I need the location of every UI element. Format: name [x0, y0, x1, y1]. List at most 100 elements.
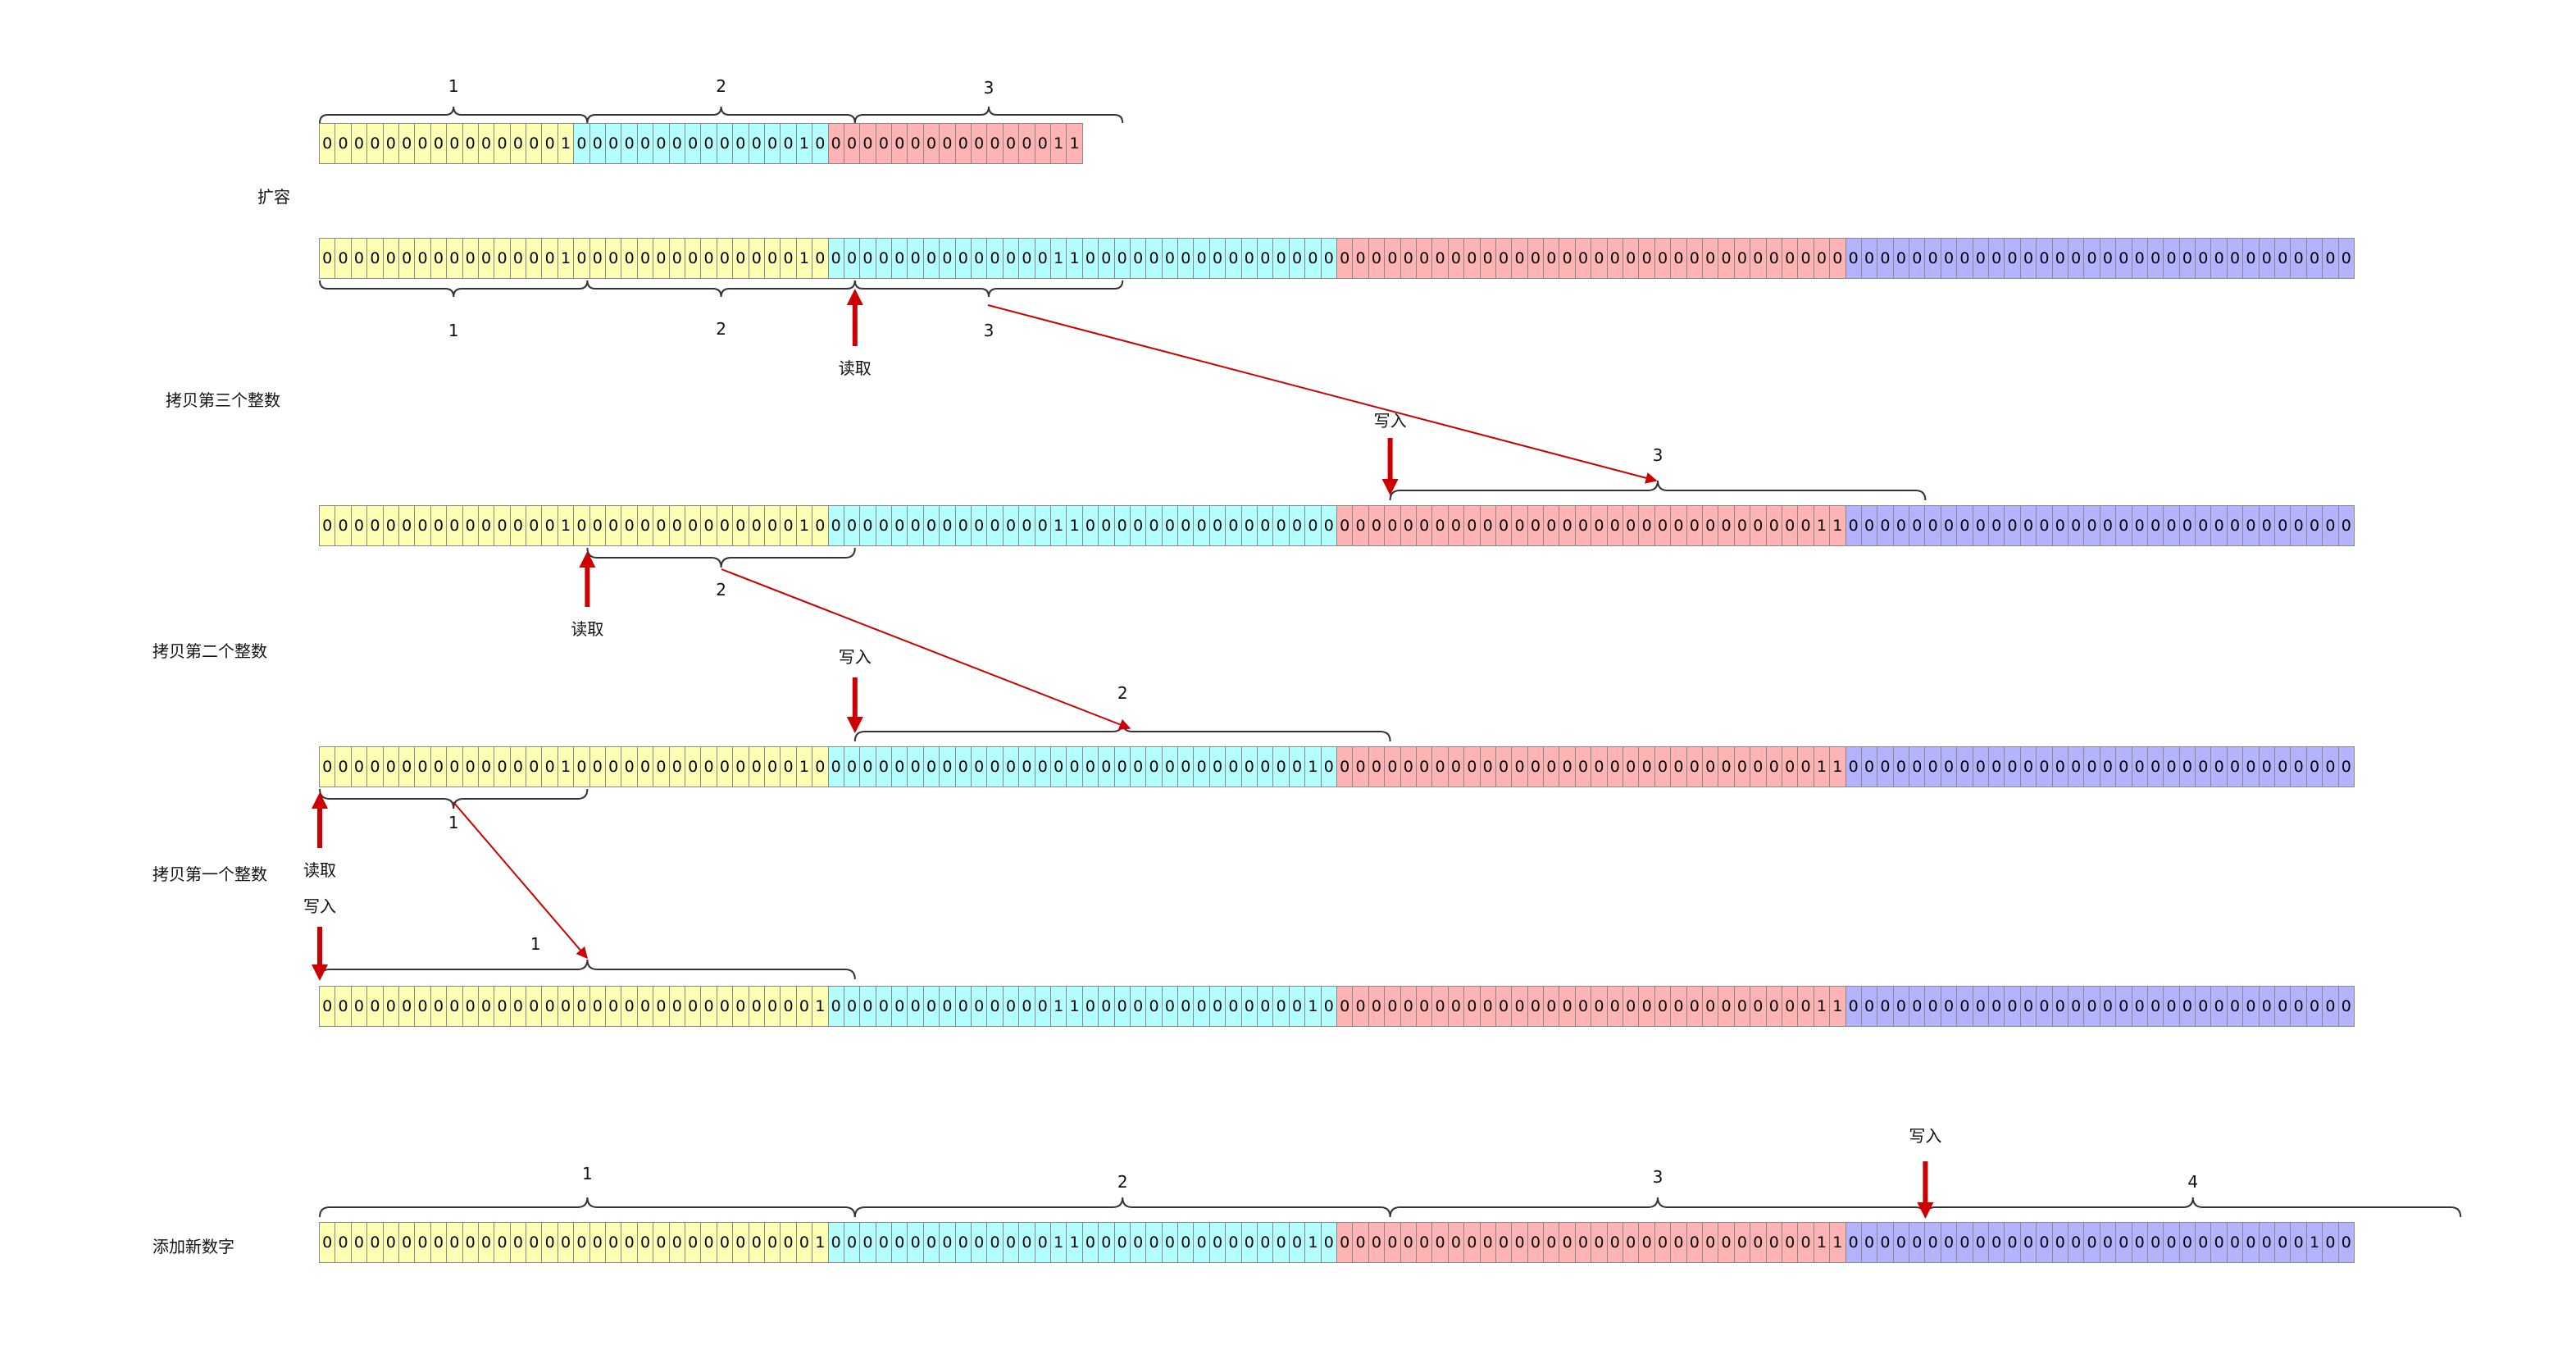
bit-cell: 0 [1098, 1222, 1115, 1263]
bit-cell: 0 [780, 986, 797, 1027]
brace [586, 106, 856, 124]
bit-cell: 0 [1447, 238, 1465, 279]
write-pointer-head [1381, 479, 1399, 495]
bit-cell: 0 [748, 986, 765, 1027]
bit-cell: 0 [636, 238, 654, 279]
bit-cell: 0 [2115, 238, 2132, 279]
bit-cell: 0 [1909, 238, 1926, 279]
bit-cell: 0 [2083, 746, 2100, 787]
bit-cell: 0 [1733, 986, 1751, 1027]
bit-cell: 0 [716, 238, 734, 279]
bit-cell: 0 [2019, 238, 2037, 279]
bit-cell: 0 [541, 238, 558, 279]
bit-cell: 0 [1972, 746, 1990, 787]
bit-cell: 0 [763, 505, 781, 546]
brace [853, 280, 1124, 298]
bit-cell: 0 [366, 123, 384, 164]
bit-cell: 0 [2019, 505, 2037, 546]
bit-cell: 0 [319, 123, 336, 164]
bit-cell: 0 [1320, 746, 1337, 787]
bit-cell: 0 [430, 238, 448, 279]
bit-cell: 0 [1765, 238, 1782, 279]
bit-cell: 0 [2163, 986, 2180, 1027]
bit-cell: 0 [1415, 986, 1433, 1027]
bit-cell: 0 [971, 746, 988, 787]
bit-cell: 0 [2146, 746, 2164, 787]
bit-cell: 0 [1559, 238, 1576, 279]
bit-cell: 0 [1463, 505, 1481, 546]
brace [586, 547, 856, 568]
bit-cell: 0 [589, 238, 607, 279]
bit-cell: 0 [414, 746, 431, 787]
bit-cell: 0 [1257, 505, 1274, 546]
bit-cell: 1 [1829, 986, 1846, 1027]
brace [1924, 1197, 2462, 1218]
bit-cell: 0 [1272, 986, 1290, 1027]
bit-cell: 0 [1797, 1222, 1814, 1263]
bit-cell: 0 [2322, 238, 2339, 279]
bit-cell: 0 [1733, 238, 1751, 279]
bit-cell: 0 [1860, 986, 1878, 1027]
bit-cell: 1 [557, 746, 575, 787]
bit-cell: 0 [1574, 238, 1592, 279]
bit-cell: 0 [1336, 238, 1354, 279]
bit-cell: 0 [1909, 1222, 1926, 1263]
bit-cell: 0 [954, 986, 972, 1027]
bit-cell: 0 [350, 1222, 368, 1263]
bit-cell: 0 [2195, 238, 2212, 279]
step-label-copy-first: 拷贝第一个整数 [152, 864, 267, 884]
bit-cell: 0 [2210, 746, 2228, 787]
brace-label: 3 [1653, 1167, 1663, 1187]
bit-cell: 0 [1368, 746, 1386, 787]
bit-cell: 0 [2131, 1222, 2148, 1263]
bit-cell: 0 [2178, 1222, 2196, 1263]
bit-cell: 0 [716, 1222, 734, 1263]
bit-cell: 0 [1988, 986, 2005, 1027]
move-arrow [453, 801, 588, 960]
bit-cell: 0 [2226, 238, 2244, 279]
bit-cell: 0 [2305, 986, 2323, 1027]
bit-cell: 0 [1431, 505, 1449, 546]
bit-cell: 0 [684, 746, 702, 787]
bit-cell: 0 [1877, 986, 1894, 1027]
read-pointer-label: 读取 [839, 358, 872, 378]
bit-cell: 0 [1352, 1222, 1369, 1263]
write-pointer-label: 写入 [1374, 411, 1407, 431]
bit-cell: 0 [414, 1222, 431, 1263]
bit-cell: 0 [2067, 746, 2085, 787]
bit-cell: 0 [1638, 1222, 1655, 1263]
bit-cell: 0 [1781, 1222, 1799, 1263]
bit-cell: 0 [1066, 746, 1083, 787]
bit-cell: 0 [1272, 505, 1290, 546]
bit-cell: 0 [526, 505, 543, 546]
bit-cell: 0 [827, 746, 844, 787]
bit-cell: 0 [1527, 1222, 1545, 1263]
bit-cell: 0 [1049, 746, 1067, 787]
bit-cell: 0 [1797, 238, 1814, 279]
bit-cell: 0 [2115, 505, 2132, 546]
bit-cell: 0 [1208, 986, 1227, 1027]
bit-cell: 0 [366, 746, 384, 787]
bit-cell: 0 [1988, 238, 2005, 279]
bit-cell: 0 [2290, 1222, 2307, 1263]
bit-cell: 0 [1670, 1222, 1687, 1263]
bit-cell: 0 [1161, 505, 1179, 546]
bit-cell: 0 [462, 238, 479, 279]
bit-cell: 0 [1240, 238, 1258, 279]
bit-cell: 0 [1479, 505, 1496, 546]
bit-cell: 1 [557, 238, 575, 279]
bit-cell: 0 [1257, 746, 1274, 787]
step-label-copy-second: 拷贝第二个整数 [152, 641, 267, 661]
bit-cell: 0 [2322, 986, 2339, 1027]
bit-cell: 0 [1002, 1222, 1020, 1263]
bit-cell: 0 [1988, 746, 2005, 787]
bit-cell: 0 [1638, 746, 1655, 787]
move-arrow [721, 568, 1131, 730]
bit-cell: 0 [812, 123, 829, 164]
bit-cell: 0 [1638, 505, 1655, 546]
bit-cell: 0 [1606, 986, 1624, 1027]
bit-cell: 0 [1463, 238, 1481, 279]
